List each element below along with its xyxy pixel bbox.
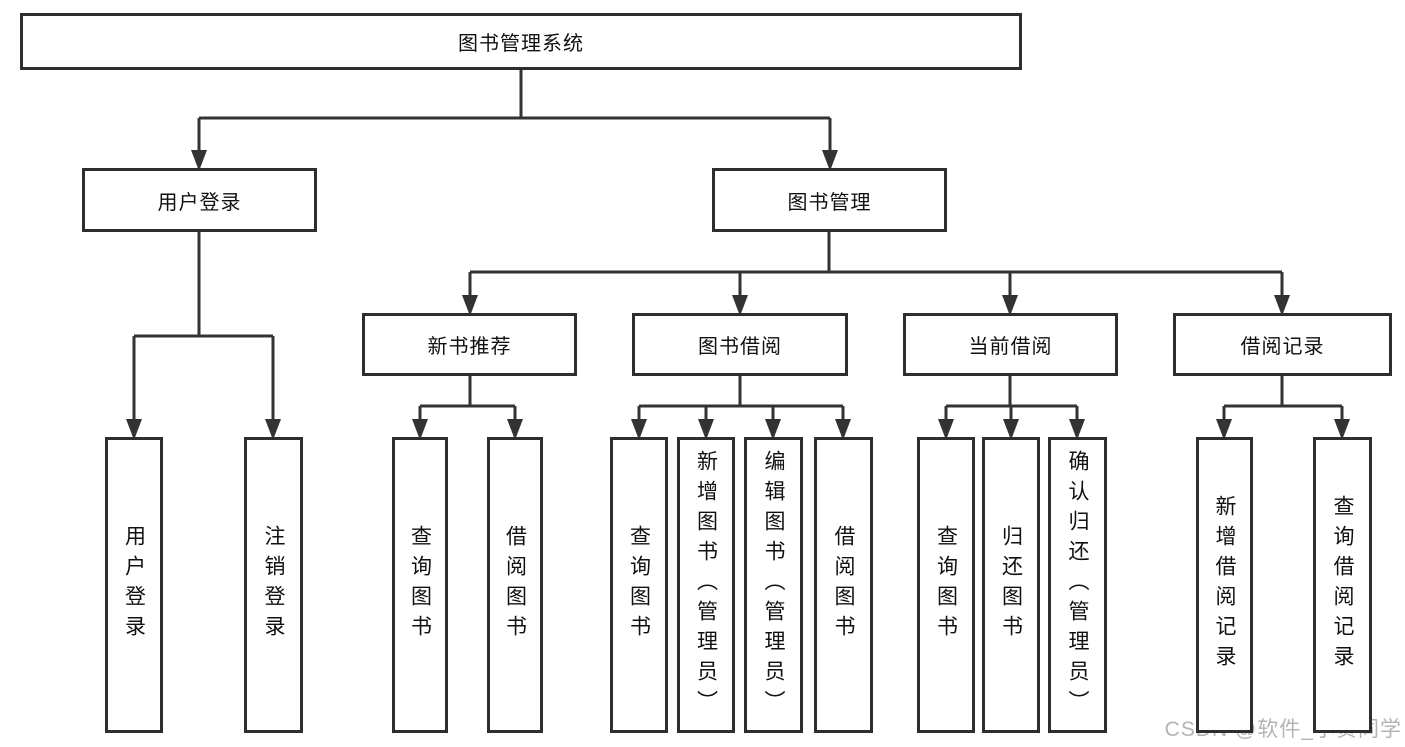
node-label: 图书借阅 (698, 336, 782, 358)
node-label: 图书管理 (787, 191, 872, 214)
node-borrow-records: 借阅记录 (1173, 313, 1392, 376)
node-label: 图书管理系统 (458, 33, 584, 55)
node-root: 图书管理系统 (20, 13, 1022, 70)
node-label: 查询借阅记录 (1331, 495, 1354, 675)
node-label: 新书推荐 (427, 336, 512, 358)
node-leaf-bb-query: 查询图书 (610, 437, 668, 733)
node-current-borrow: 当前借阅 (903, 313, 1118, 376)
node-label: 当前借阅 (968, 336, 1053, 358)
node-label: 查询图书 (627, 525, 651, 645)
node-label: 用户登录 (122, 525, 146, 645)
node-user-login: 用户登录 (82, 168, 317, 232)
node-leaf-cb-query: 查询图书 (917, 437, 975, 733)
node-label: 确认归还（管理员） (1066, 450, 1089, 720)
node-leaf-user-login: 用户登录 (105, 437, 163, 733)
node-leaf-br-add: 新增借阅记录 (1196, 437, 1253, 733)
node-label: 归还图书 (999, 525, 1023, 645)
node-label: 借阅图书 (832, 525, 855, 645)
node-book-mgmt: 图书管理 (712, 168, 947, 232)
node-leaf-nbr-borrow: 借阅图书 (487, 437, 543, 733)
node-leaf-bb-borrow: 借阅图书 (814, 437, 873, 733)
node-label: 用户登录 (157, 191, 242, 214)
node-leaf-nbr-query: 查询图书 (392, 437, 448, 733)
node-leaf-bb-edit: 编辑图书（管理员） (744, 437, 803, 733)
node-label: 注销登录 (262, 525, 285, 645)
node-leaf-cb-confirm: 确认归还（管理员） (1048, 437, 1107, 733)
node-leaf-br-query: 查询借阅记录 (1313, 437, 1372, 733)
node-label: 查询图书 (408, 525, 432, 645)
node-new-book-rec: 新书推荐 (362, 313, 577, 376)
node-book-borrow: 图书借阅 (632, 313, 848, 376)
node-label: 借阅图书 (503, 525, 527, 645)
node-label: 借阅记录 (1240, 336, 1325, 358)
node-label: 编辑图书（管理员） (762, 450, 785, 720)
node-leaf-bb-add: 新增图书（管理员） (677, 437, 735, 733)
node-label: 查询图书 (934, 525, 958, 645)
node-label: 新增借阅记录 (1213, 495, 1236, 675)
node-leaf-cb-return: 归还图书 (982, 437, 1040, 733)
node-leaf-logout: 注销登录 (244, 437, 303, 733)
node-label: 新增图书（管理员） (694, 450, 718, 720)
